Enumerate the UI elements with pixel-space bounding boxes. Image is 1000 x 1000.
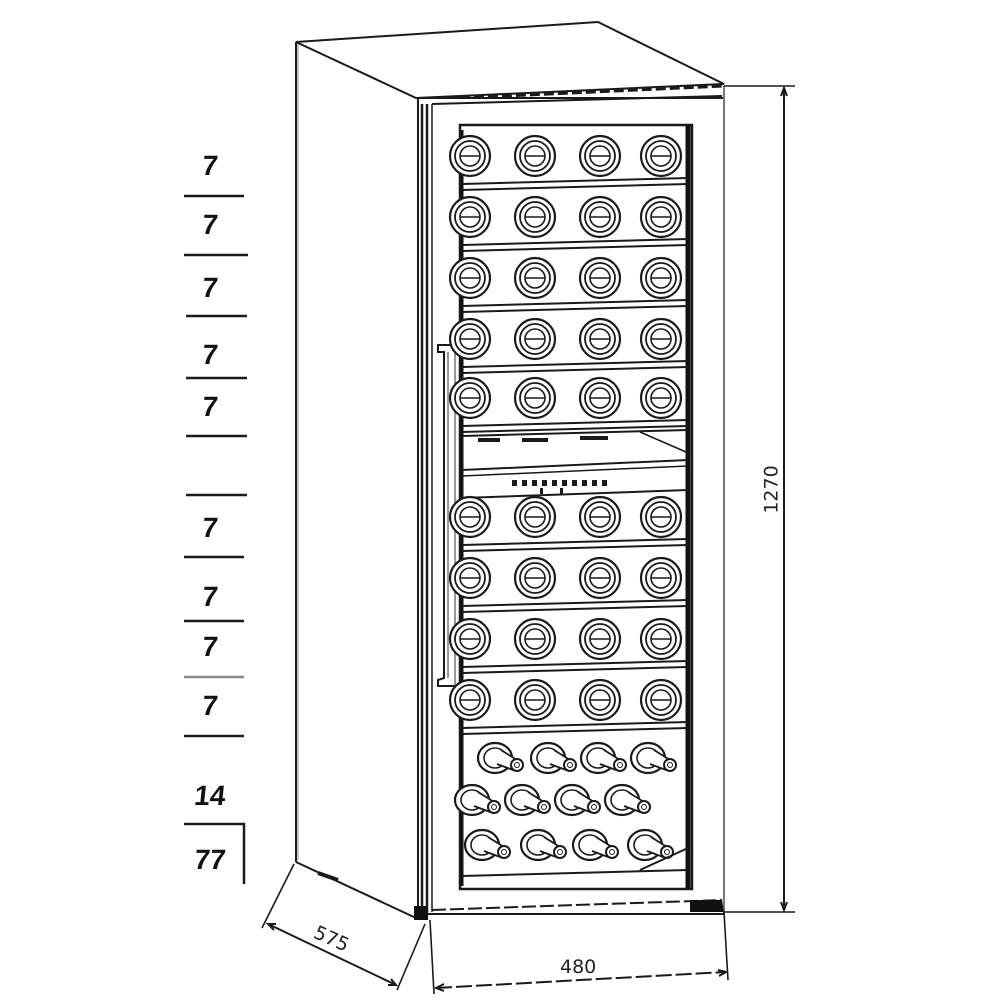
depth-dimension-line [261, 863, 426, 991]
shelf-capacity-label: 7 [200, 339, 220, 370]
shelf-capacity-label: 7 [200, 150, 220, 181]
height-dimension-label: 1270 [760, 465, 783, 514]
upper-zone-bottles [448, 134, 689, 433]
shelf-1 [448, 134, 689, 191]
shelf-2 [448, 195, 689, 252]
width-dimension-line [429, 911, 729, 995]
lower-zone-bottles [448, 495, 689, 735]
height-dimension-line [724, 85, 795, 913]
cabinet-side-panel [295, 42, 417, 919]
width-dimension-label: 480 [560, 956, 597, 978]
shelf-capacity-label: 7 [200, 631, 220, 662]
shelf-capacity-label: 7 [200, 209, 220, 240]
shelf-capacity-label: 7 [200, 272, 220, 303]
shelf-capacity-label: 7 [200, 581, 220, 612]
shelf-7 [448, 556, 689, 613]
shelf-capacity-label: 7 [200, 391, 220, 422]
shelf-4 [448, 317, 689, 374]
shelf-5 [448, 376, 689, 433]
control-panel [461, 429, 689, 499]
total-capacity-label: 77 [192, 844, 228, 875]
shelf-8 [448, 617, 689, 674]
cabinet-top [295, 20, 725, 102]
shelf-capacity-label: 7 [200, 690, 220, 721]
bottom-rack-bottles [453, 741, 689, 877]
display-buttons [512, 480, 607, 494]
capacity-separators [184, 194, 248, 884]
shelf-9 [448, 678, 689, 735]
bottom-rack-capacity-label: 14 [192, 780, 228, 811]
shelf-capacity-label: 7 [200, 512, 220, 543]
shelf-6 [448, 495, 689, 552]
shelf-3 [448, 256, 689, 313]
